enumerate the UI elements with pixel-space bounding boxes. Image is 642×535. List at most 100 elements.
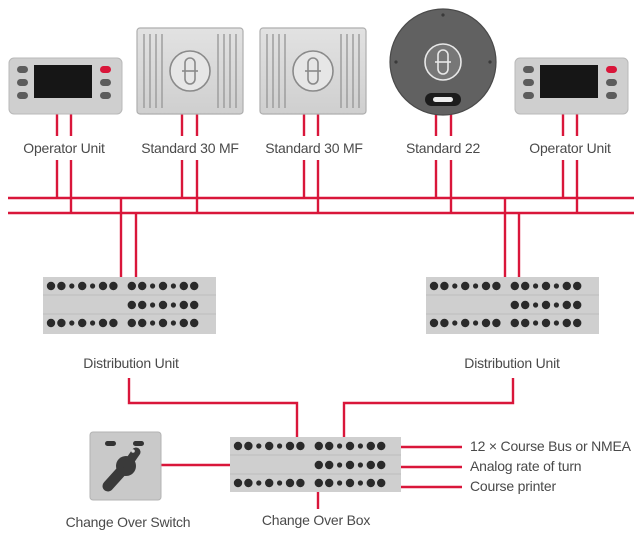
connector-dot: [98, 318, 108, 328]
change-over-box-label: Change Over Box: [261, 512, 371, 528]
connector-dot: [314, 478, 323, 488]
connector-dot: [429, 318, 439, 328]
connector-dot: [337, 480, 343, 486]
connector-dot: [521, 318, 530, 328]
connector-dot: [337, 462, 343, 468]
connector-dot: [481, 318, 491, 328]
connector-dot: [190, 281, 199, 291]
connector-dot: [377, 478, 386, 488]
connector-dot: [366, 478, 375, 488]
standard-22-unit: [389, 8, 497, 116]
connector-dot: [190, 300, 199, 310]
connector-dot: [179, 318, 188, 328]
connector-dot: [337, 443, 343, 449]
connector-dot: [366, 441, 375, 451]
connector-dot: [78, 318, 87, 328]
connector-dot: [473, 283, 479, 289]
connector-dot: [440, 318, 449, 328]
connector-dot: [170, 283, 176, 289]
connector-dot: [158, 300, 168, 310]
connector-dot: [366, 460, 375, 470]
connector-dot: [541, 300, 551, 310]
connector-dot: [256, 480, 262, 486]
connector-dot: [562, 281, 571, 291]
connector-dot: [553, 320, 560, 326]
connector-dot: [150, 320, 156, 326]
operator-unit-left: [8, 57, 123, 115]
connector-dot: [345, 478, 355, 488]
connector-dot: [481, 281, 491, 291]
distribution-unit-right-label: Distribution Unit: [464, 355, 560, 371]
connector-dot: [553, 302, 560, 308]
connector-dot: [357, 443, 363, 449]
operator-unit-right-label: Operator Unit: [529, 140, 611, 156]
connector-dot: [510, 281, 519, 291]
connector-dot: [179, 300, 188, 310]
connector-dot: [127, 300, 136, 310]
standard-22-label: Standard 22: [405, 140, 481, 156]
connector-dot: [473, 320, 479, 326]
change-over-switch-label: Change Over Switch: [65, 514, 191, 530]
connector-dot: [492, 281, 501, 291]
connector-dot: [265, 441, 274, 451]
connector-dot: [573, 281, 582, 291]
connector-dot: [325, 478, 334, 488]
connector-dot: [179, 281, 188, 291]
connector-dot: [541, 281, 551, 291]
change-over-switch: [89, 431, 162, 501]
connector-dot: [510, 318, 519, 328]
connector-dot: [573, 300, 582, 310]
connector-dot: [190, 318, 199, 328]
connector-dot: [109, 281, 118, 291]
distribution-unit-left: [43, 277, 216, 334]
connector-dot: [277, 480, 283, 486]
connector-dot: [296, 478, 305, 488]
connector-dot: [325, 441, 334, 451]
connector-dot: [69, 283, 75, 289]
connector-dot: [69, 320, 75, 326]
distribution-unit-left-label: Distribution Unit: [83, 355, 179, 371]
connector-dot: [46, 281, 56, 291]
operator-unit-right: [514, 57, 629, 115]
connector-dot: [138, 318, 147, 328]
connector-dot: [541, 318, 551, 328]
connector-dot: [533, 283, 539, 289]
connector-dot: [452, 320, 458, 326]
connector-dot: [533, 302, 539, 308]
connector-dot: [127, 281, 136, 291]
connector-dot: [265, 478, 274, 488]
connector-dot: [377, 441, 386, 451]
connector-dot: [256, 443, 262, 449]
connector-dot: [461, 281, 470, 291]
connector-dot: [57, 281, 66, 291]
connector-dot: [296, 441, 305, 451]
wiring: [8, 114, 634, 509]
operator-unit-left-label: Operator Unit: [23, 140, 105, 156]
connector-dot: [109, 318, 118, 328]
connector-dot: [285, 478, 295, 488]
output-label-analog-rate: Analog rate of turn: [470, 458, 582, 474]
connector-dot: [158, 281, 168, 291]
connector-dot: [277, 443, 283, 449]
connector-dot: [233, 478, 243, 488]
distribution-unit-right: [426, 277, 599, 334]
connector-dot: [244, 441, 253, 451]
connector-dot: [46, 318, 56, 328]
standard-30-mf-unit-b: [259, 27, 367, 115]
connector-dot: [90, 320, 96, 326]
connector-dot: [553, 283, 560, 289]
standard-30-mf-b-label: Standard 30 MF: [265, 140, 363, 156]
connector-dot: [170, 302, 176, 308]
connector-dot: [314, 441, 323, 451]
connector-dot: [510, 300, 519, 310]
connector-dot: [170, 320, 176, 326]
standard-30-mf-unit-a: [136, 27, 244, 115]
connector-dot: [285, 441, 295, 451]
connector-dot: [345, 441, 355, 451]
connector-dot: [461, 318, 470, 328]
connector-dot: [357, 480, 363, 486]
change-over-box: [230, 437, 401, 492]
connector-dot: [233, 441, 243, 451]
connector-dot: [150, 302, 156, 308]
